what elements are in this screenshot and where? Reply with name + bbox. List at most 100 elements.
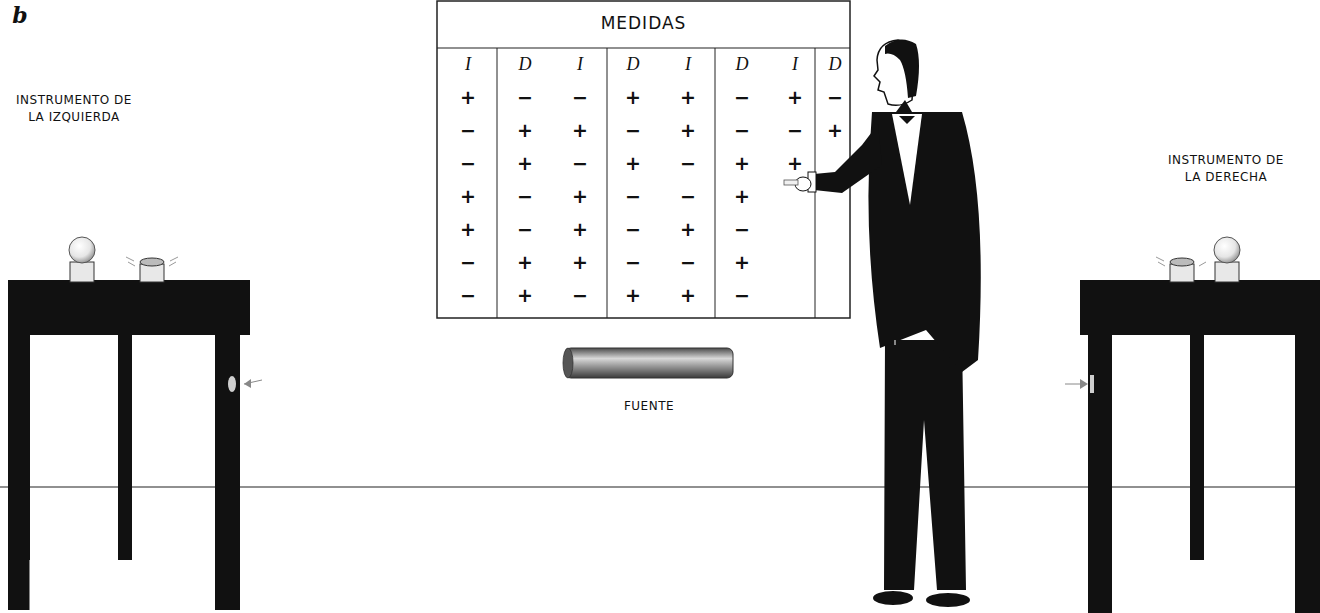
panel-letter: b [6, 2, 34, 28]
drawing-part [437, 47, 850, 48]
table-cell: − [453, 282, 483, 308]
measurement-board [437, 1, 850, 318]
node-label: INSTRUMENTO DE LA IZQUIERDA [12, 92, 136, 126]
drawing-part [169, 262, 176, 266]
drawing-part [8, 335, 30, 610]
table-cell: − [618, 216, 648, 242]
table-cell: − [510, 84, 540, 110]
table-cell: + [727, 183, 757, 209]
column-header: D [820, 51, 850, 77]
table-cell: − [780, 117, 810, 143]
drawing-part [563, 348, 573, 378]
table-cell: − [727, 117, 757, 143]
table-cell: + [453, 216, 483, 242]
table-cell: + [510, 249, 540, 275]
drawing-part [497, 48, 498, 318]
table-cell: − [673, 249, 703, 275]
drawing-part [1170, 258, 1194, 266]
drawing-part [170, 257, 178, 261]
table-board: MEDIDAS [437, 0, 850, 48]
drawing-part [896, 100, 912, 112]
table-cell: + [565, 216, 595, 242]
column-header: D [727, 51, 757, 77]
table-cell: − [727, 84, 757, 110]
column-header: I [565, 51, 595, 77]
table-cell: − [618, 183, 648, 209]
drawing-part [140, 258, 164, 266]
drawing-part [1158, 262, 1165, 266]
table-cell: − [727, 282, 757, 308]
table-cell: − [453, 150, 483, 176]
man-writing [784, 39, 981, 607]
source-cylinder [563, 348, 733, 378]
drawing-part [30, 560, 31, 612]
drawing-part [128, 262, 135, 266]
drawing-part [868, 112, 980, 372]
drawing-part [69, 237, 95, 263]
table-cell: + [510, 282, 540, 308]
table-cell: − [618, 249, 648, 275]
table-cell: + [565, 249, 595, 275]
drawing-part [892, 114, 922, 205]
table-cell: − [618, 117, 648, 143]
node-label: FUENTE [566, 398, 732, 415]
drawing-part [1170, 264, 1194, 282]
table-cell: + [820, 117, 850, 143]
table-cell: + [673, 84, 703, 110]
drawing-part [895, 340, 896, 345]
drawing-part [70, 262, 94, 282]
drawing-part [8, 280, 250, 335]
table-cell: + [618, 84, 648, 110]
drawing-part [1080, 379, 1088, 389]
drawing-part [1088, 335, 1112, 613]
table-cell: − [673, 183, 703, 209]
table-cell: + [673, 117, 703, 143]
table-cell: + [510, 117, 540, 143]
floor-line [0, 486, 1320, 487]
table-cell: − [565, 84, 595, 110]
board-heading: MEDIDAS [441, 12, 846, 36]
table-cell: + [510, 150, 540, 176]
drawing-part [565, 348, 733, 378]
table-cell: − [510, 216, 540, 242]
drawing-part [814, 124, 882, 193]
left-instrument-table [8, 237, 262, 612]
drawing-part [899, 116, 915, 124]
table-cell: − [565, 150, 595, 176]
table-cell: − [453, 117, 483, 143]
left-instrument: INSTRUMENTO DE LA IZQUIERDA [8, 90, 140, 130]
drawing-part [885, 39, 919, 98]
table-cell: + [453, 183, 483, 209]
drawing-part [607, 48, 608, 318]
table-cell: + [780, 150, 810, 176]
drawing-part [884, 340, 966, 590]
table-cell: + [618, 150, 648, 176]
column-header: I [453, 51, 483, 77]
column-header: D [618, 51, 648, 77]
right-instrument: INSTRUMENTO DE LA DERECHA [1160, 150, 1292, 190]
table-cell: − [673, 150, 703, 176]
drawing-part [926, 593, 970, 607]
drawing-part [873, 591, 913, 605]
table-cell: + [673, 282, 703, 308]
drawing-part [1090, 375, 1094, 393]
node-label: INSTRUMENTO DE LA DERECHA [1164, 152, 1288, 186]
table-cell: + [453, 84, 483, 110]
drawing-part [1080, 280, 1320, 335]
drawing-part [1215, 262, 1239, 282]
table-cell: + [780, 84, 810, 110]
table-cell: + [727, 150, 757, 176]
table-cell: − [510, 183, 540, 209]
column-header: I [780, 51, 810, 77]
table-cell: − [565, 282, 595, 308]
drawing-part [1295, 335, 1320, 613]
table-cell: − [820, 84, 850, 110]
drawing-part [118, 335, 132, 560]
table-cell: − [727, 216, 757, 242]
drawing-part [244, 379, 251, 388]
table-cell: + [673, 216, 703, 242]
drawing-part [437, 1, 850, 318]
right-instrument-table [1065, 237, 1320, 613]
